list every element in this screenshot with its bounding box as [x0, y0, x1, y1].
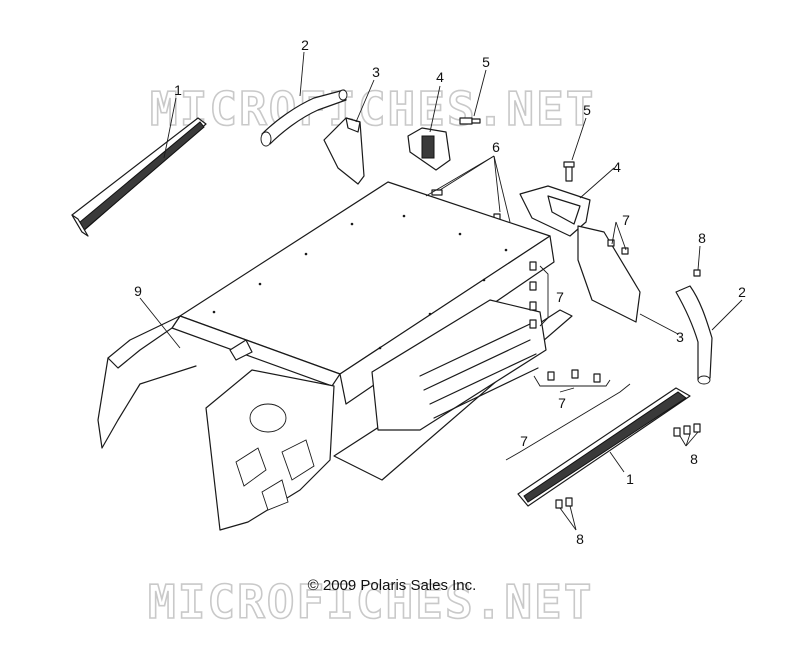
bolt-top	[459, 117, 481, 125]
callout-5-top: 5	[482, 54, 490, 70]
tube-top	[260, 89, 348, 147]
callout-2-right: 2	[738, 284, 746, 300]
callout-3-right: 3	[676, 329, 684, 345]
tunnel-assembly	[97, 181, 573, 531]
rail-left	[71, 117, 207, 237]
callout-2-top: 2	[301, 37, 309, 53]
callout-7-lower: 7	[558, 395, 566, 411]
copyright-notice: © 2009 Polaris Sales Inc.	[308, 577, 477, 594]
callout-7-middle: 7	[556, 289, 564, 305]
callout-8-top: 8	[698, 230, 706, 246]
callout-labels: 1 2 3 4 5 5 6 4 7 8 2 9 7 3 7 7 8 1 8	[134, 37, 746, 547]
callout-9: 9	[134, 283, 142, 299]
callout-7-upper-right: 7	[622, 212, 630, 228]
callout-1-left: 1	[174, 82, 182, 98]
watermark-bottom: MICROFICHES.NET	[148, 575, 593, 629]
callout-8-bottom: 8	[576, 531, 584, 547]
callout-4-right: 4	[613, 159, 621, 175]
mount-right	[519, 185, 591, 237]
callout-5-right: 5	[583, 102, 591, 118]
leaders	[139, 51, 743, 531]
watermark-top: MICROFICHES.NET	[150, 82, 595, 136]
bracket-right	[577, 225, 641, 323]
rungs	[419, 323, 539, 419]
callout-1-right: 1	[626, 471, 634, 487]
pin-right	[563, 161, 575, 182]
rail-right	[517, 387, 691, 507]
callout-6: 6	[492, 139, 500, 155]
callout-3-top: 3	[372, 64, 380, 80]
fasteners-7	[529, 239, 629, 383]
callout-7-rail: 7	[520, 433, 528, 449]
mount-top	[407, 127, 451, 171]
fasteners-8	[555, 269, 701, 509]
callout-8-right: 8	[690, 451, 698, 467]
tube-right	[675, 285, 713, 385]
callout-4-top: 4	[436, 69, 444, 85]
